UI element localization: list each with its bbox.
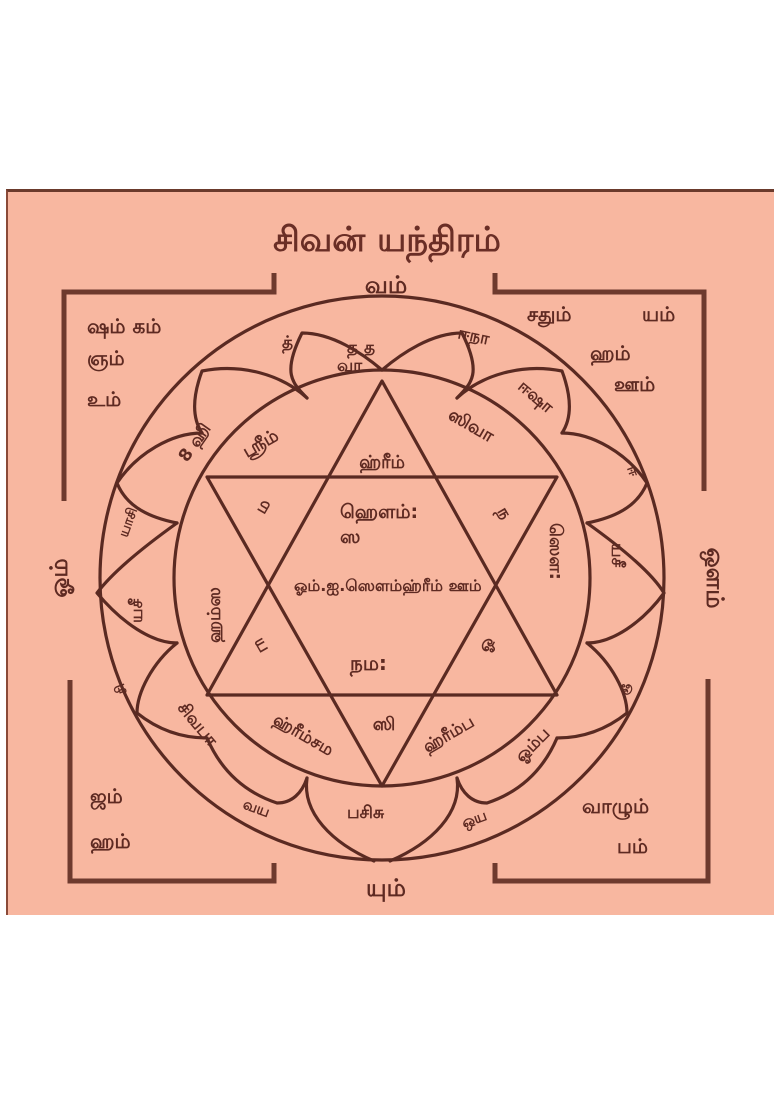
svg-text:ஷம் கம்: ஷம் கம் bbox=[87, 314, 161, 340]
svg-text:ஜம்: ஜம் bbox=[90, 784, 123, 811]
svg-text:ஸ: ஸ bbox=[340, 526, 360, 548]
svg-text:உம்: உம் bbox=[87, 387, 121, 411]
bracket-bottom-left bbox=[67, 680, 277, 884]
downward-triangle bbox=[205, 475, 559, 788]
svg-text:ஒய: ஒய bbox=[459, 806, 489, 832]
svg-text:ஓம்.ஐ.ஸௌம்ஹ்ரீம் ஊம்: ஓம்.ஐ.ஸௌம்ஹ்ரீம் ஊம் bbox=[294, 576, 482, 596]
svg-text:ஹ்ரீம்ப: ஹ்ரீம்ப bbox=[420, 712, 478, 757]
svg-text:பசிசு: பசிசு bbox=[347, 803, 385, 823]
svg-text:ஊம்: ஊம் bbox=[614, 372, 655, 396]
svg-text:ஹம்ஸ: ஹம்ஸ bbox=[204, 587, 225, 643]
upward-triangle bbox=[205, 379, 559, 697]
svg-text:யசீ: யசீ bbox=[127, 597, 147, 623]
svg-text:யசீ: யசீ bbox=[607, 543, 627, 569]
svg-text:ஹௌம்:: ஹௌம்: bbox=[340, 501, 418, 523]
outer-mark-top: வம் bbox=[365, 271, 407, 299]
svg-text:ஓ: ஓ bbox=[619, 682, 638, 699]
svg-text:ஸௌ:: ஸௌ: bbox=[545, 523, 566, 580]
outer-circle bbox=[98, 294, 666, 862]
svg-text:நம:: நம: bbox=[349, 651, 387, 677]
svg-text:த த: த த bbox=[347, 338, 375, 358]
bracket-bottom-right bbox=[492, 679, 711, 884]
svg-text:ஸ்ரீம்: ஸ்ரீம் bbox=[239, 425, 282, 462]
svg-text:ந: ந bbox=[492, 503, 515, 523]
svg-text:8 ஹி: 8 ஹி bbox=[175, 420, 216, 466]
corner-bottom-left: ஜம் ஹம் bbox=[90, 784, 131, 855]
svg-text:ஈஷா: ஈஷா bbox=[514, 377, 558, 419]
svg-text:ஹம்: ஹம் bbox=[90, 829, 131, 855]
svg-text:ஈநா: ஈநா bbox=[456, 323, 492, 349]
svg-text:ஓ: ஓ bbox=[474, 633, 498, 655]
svg-text:வா: வா bbox=[337, 356, 363, 376]
svg-text:வாழும்: வாழும் bbox=[582, 794, 649, 820]
svg-text:சதும்: சதும் bbox=[527, 302, 572, 328]
yantra-title: சிவன் யந்திரம் bbox=[273, 220, 501, 263]
bracket-top-left bbox=[61, 273, 277, 501]
lotus-petals bbox=[95, 331, 666, 863]
corner-top-left: ஷம் கம் ஞம் உம் bbox=[87, 314, 161, 411]
outer-mark-left: ஓம் bbox=[45, 558, 75, 597]
svg-text:யாசி: யாசி bbox=[116, 505, 141, 539]
svg-text:ஸி: ஸி bbox=[373, 714, 396, 735]
svg-text:சி: சி bbox=[112, 681, 131, 697]
yantra-diagram: சிவன் யந்திரம் வம் யும் ஓம் ஒளம் ஷம் கம்… bbox=[45, 220, 729, 903]
svg-text:ஹ்ரீம்: ஹ்ரீம் bbox=[359, 452, 405, 473]
svg-text:ஞம்: ஞம் bbox=[87, 346, 125, 372]
svg-text:ஸிவா: ஸிவா bbox=[445, 404, 499, 447]
corner-bottom-right: வாழும் பம் bbox=[582, 794, 649, 858]
bracket-top-right bbox=[492, 273, 707, 491]
svg-text:ம: ம bbox=[251, 495, 275, 517]
outer-mark-right: ஒளம் bbox=[699, 547, 729, 608]
outer-mark-bottom: யும் bbox=[366, 874, 406, 903]
frame-brackets bbox=[61, 273, 711, 884]
hexagram-labels: ஹ்ரீம் ம ந ய ஓ ஸி ஹௌம்: ஸ ஓம்.ஐ.ஸௌம்ஹ்ரீ… bbox=[250, 452, 516, 735]
hexagram bbox=[205, 379, 559, 788]
svg-text:பம்: பம் bbox=[617, 834, 648, 858]
svg-text:ஓம்ப: ஓம்ப bbox=[511, 724, 554, 767]
svg-text:ஈ: ஈ bbox=[623, 464, 641, 479]
corner-top-right: சதும் யம் ஹம் ஊம் bbox=[527, 302, 675, 396]
svg-text:யம்: யம் bbox=[642, 302, 675, 326]
svg-text:சிவபா: சிவபா bbox=[173, 698, 222, 751]
svg-text:த்: த் bbox=[282, 333, 293, 353]
svg-text:ஹம்: ஹம் bbox=[590, 341, 631, 367]
svg-text:ய: ய bbox=[250, 634, 275, 657]
svg-text:ஹ்ரீம்சம: ஹ்ரீம்சம bbox=[270, 710, 338, 761]
shiva-yantra-plate: சிவன் யந்திரம் வம் யும் ஓம் ஒளம் ஷம் கம்… bbox=[6, 189, 774, 915]
